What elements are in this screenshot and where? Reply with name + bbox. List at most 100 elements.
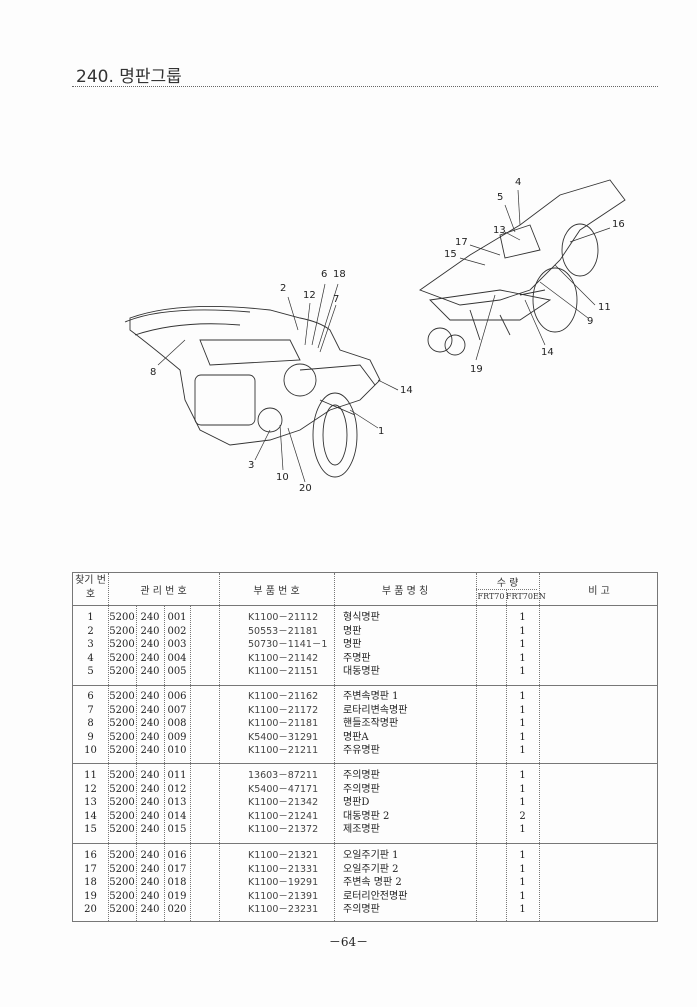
cell-part: K1100－21142 [248, 652, 319, 664]
cell-c: 001 [167, 612, 187, 623]
cell-name: 주유명판 [343, 745, 380, 756]
cell-b: 240 [140, 797, 160, 808]
cell-name: 오일주기판 1 [343, 850, 399, 861]
cell-a: 5200 [109, 797, 135, 808]
callout-8: 8 [150, 367, 157, 378]
cell-b: 240 [140, 863, 160, 875]
cell-b: 240 [140, 612, 160, 623]
cell-c: 019 [167, 890, 187, 902]
header-part-name: 부 품 명 칭 [381, 586, 429, 597]
cell-no: 16 [84, 850, 97, 861]
cell-c: 020 [167, 904, 187, 915]
cell-a: 5200 [109, 863, 135, 875]
cell-frt70en: 1 [519, 890, 526, 902]
cell-name: 명판 [343, 639, 362, 650]
cell-no: 8 [87, 718, 94, 729]
callout-6: 6 [321, 269, 328, 280]
cell-name: 주의명판 [343, 783, 380, 795]
page-number: －64－ [328, 935, 369, 949]
cell-a: 5200 [109, 652, 135, 664]
cell-name: 형식명판 [343, 612, 380, 623]
cell-frt70en: 1 [519, 625, 526, 637]
cell-b: 240 [140, 731, 160, 743]
cell-a: 5200 [109, 639, 135, 650]
cell-c: 002 [167, 625, 187, 637]
cell-name: 대동명판 [343, 666, 380, 677]
cell-b: 240 [140, 877, 160, 888]
cell-part: K5400－47171 [248, 783, 319, 795]
cell-part: K1100－21331 [248, 863, 319, 875]
parts-table: 찾기 번호 관 리 번 호 부 품 번 호 부 품 명 칭 수 량 FRT70 … [72, 572, 658, 922]
cell-frt70en: 1 [519, 666, 526, 677]
cell-part: K1100－21342 [248, 797, 319, 808]
header-frt70en: FRT70EN [506, 592, 546, 601]
cell-c: 009 [167, 731, 187, 743]
cell-no: 13 [84, 797, 97, 808]
cell-no: 1 [87, 612, 94, 623]
header-part-no: 부 품 번 호 [253, 586, 300, 597]
callout-20: 20 [299, 483, 312, 494]
cell-name: 주명판 [343, 652, 371, 664]
cell-no: 6 [87, 691, 94, 702]
callout-13: 13 [493, 225, 506, 236]
cell-c: 005 [167, 666, 187, 677]
header-management-no: 관 리 번 호 [140, 586, 187, 597]
cell-no: 3 [87, 639, 94, 650]
cell-a: 5200 [109, 718, 135, 729]
callout-18: 18 [333, 269, 346, 280]
cell-frt70en: 1 [519, 824, 526, 835]
cell-frt70en: 1 [519, 850, 526, 861]
cell-frt70en: 1 [519, 745, 526, 756]
callout-10: 10 [276, 472, 289, 483]
cell-c: 012 [167, 783, 187, 795]
callout-3: 3 [248, 460, 255, 471]
cell-c: 010 [167, 745, 187, 756]
cell-b: 240 [140, 770, 160, 781]
cell-frt70en: 1 [519, 612, 526, 623]
cell-a: 5200 [109, 625, 135, 637]
cell-name: 명판D [343, 797, 370, 808]
cell-a: 5200 [109, 731, 135, 743]
cell-c: 014 [167, 810, 187, 822]
cell-part: K1100－21372 [248, 824, 319, 835]
cell-c: 003 [167, 639, 187, 650]
callout-12: 12 [303, 290, 316, 301]
cell-part: K1100－21211 [248, 745, 319, 756]
cell-c: 016 [167, 850, 187, 861]
cell-no: 7 [87, 704, 94, 716]
cell-no: 4 [87, 652, 94, 664]
cell-c: 008 [167, 718, 187, 729]
cell-name: 로터리안전명판 [343, 890, 408, 902]
callout-14b: 14 [541, 347, 554, 358]
cell-part: K1100－21391 [248, 890, 319, 902]
parts-diagram [124, 179, 626, 483]
cell-no: 12 [84, 783, 97, 795]
cell-a: 5200 [109, 824, 135, 835]
cell-name: 주의명판 [343, 904, 380, 915]
cell-name: 로타리변속명판 [343, 704, 408, 716]
callout-17: 17 [455, 237, 468, 248]
cell-no: 18 [84, 877, 97, 888]
cell-frt70en: 1 [519, 904, 526, 915]
cell-b: 240 [140, 904, 160, 915]
cell-a: 5200 [109, 691, 135, 702]
cell-a: 5200 [109, 783, 135, 795]
header-remarks: 비 고 [588, 586, 610, 597]
cell-b: 240 [140, 625, 160, 637]
cell-part: K1100－21172 [248, 704, 319, 716]
cell-b: 240 [140, 824, 160, 835]
cell-frt70en: 1 [519, 639, 526, 650]
cell-c: 007 [167, 704, 187, 716]
cell-frt70en: 1 [519, 704, 526, 716]
callout-14: 14 [400, 385, 413, 396]
cell-part: K1100－19291 [248, 877, 319, 888]
right-tiller-illustration [419, 179, 626, 356]
callout-2: 2 [280, 283, 287, 294]
cell-name: 주변속명판 1 [343, 691, 399, 702]
cell-a: 5200 [109, 770, 135, 781]
cell-frt70en: 1 [519, 731, 526, 743]
cell-b: 240 [140, 691, 160, 702]
cell-c: 006 [167, 691, 187, 702]
cell-b: 240 [140, 745, 160, 756]
cell-part: K1100－21321 [248, 850, 319, 861]
